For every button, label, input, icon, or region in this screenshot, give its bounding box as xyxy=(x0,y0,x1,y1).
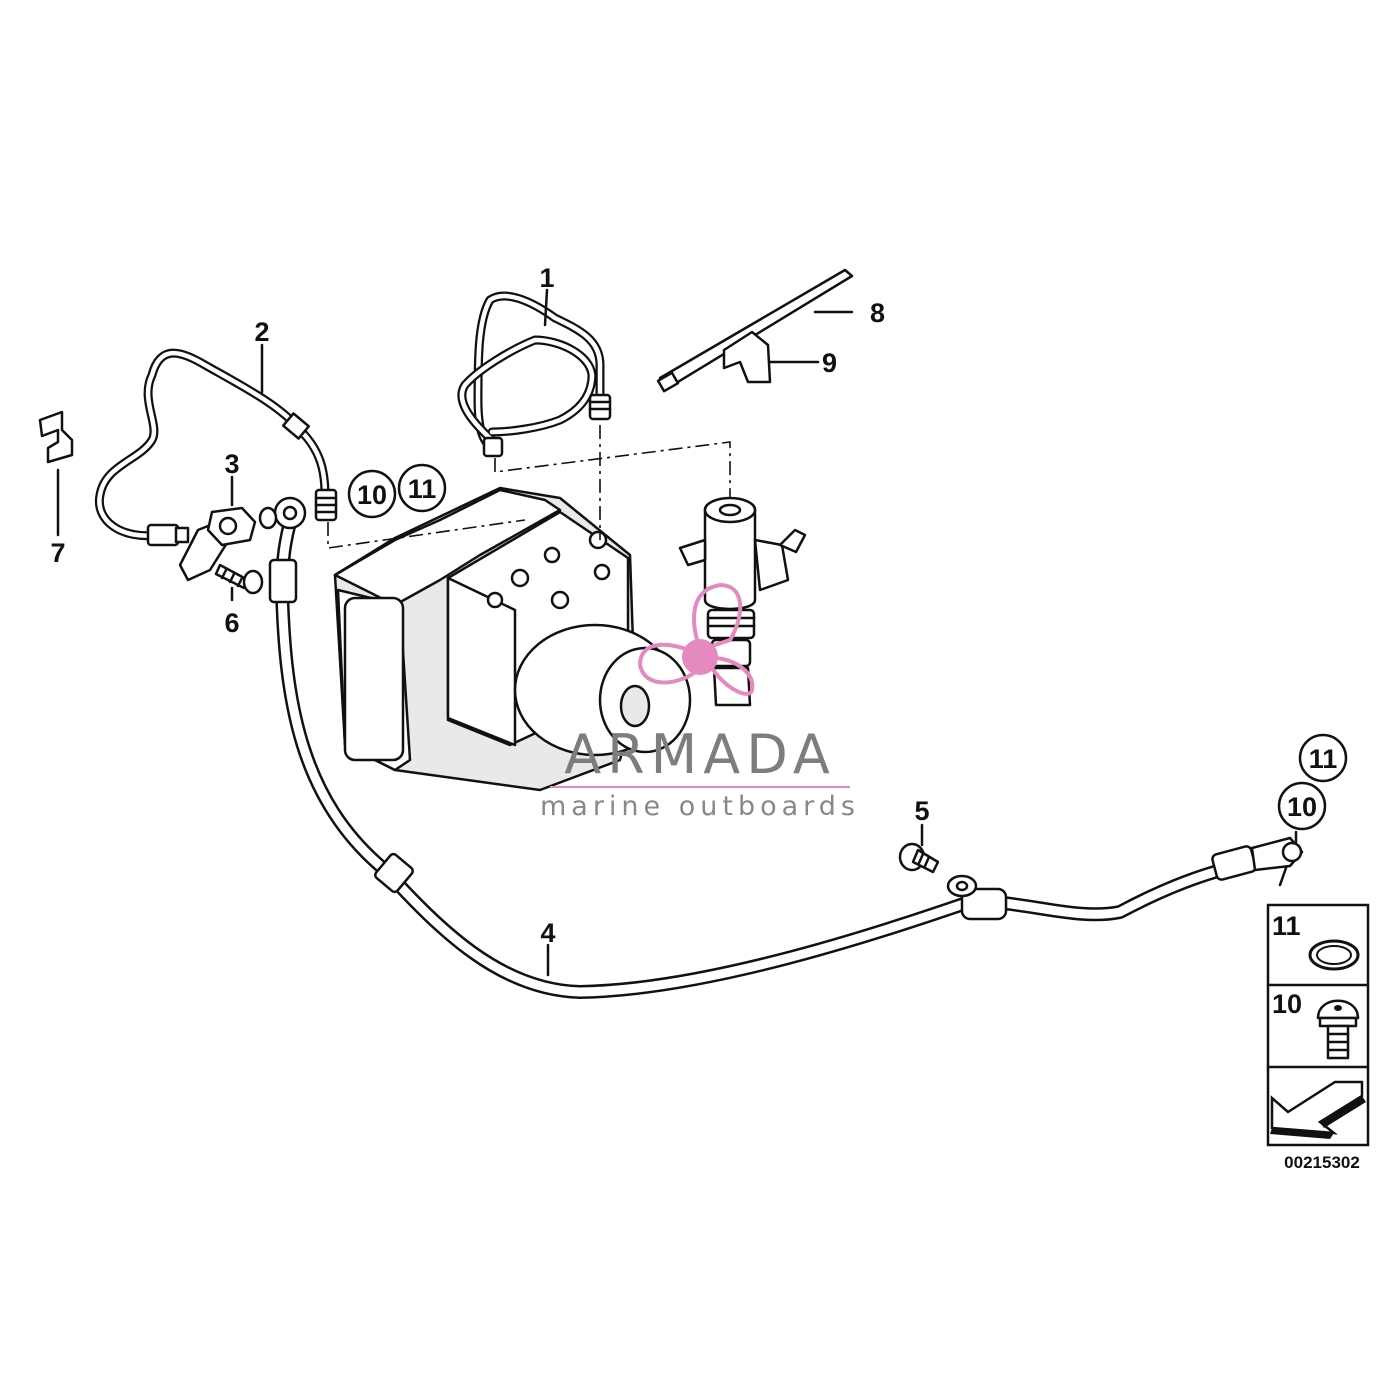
circled-callouts: 10 11 11 10 xyxy=(347,463,1348,831)
sealing-ring-icon xyxy=(1308,939,1360,971)
bolt-5 xyxy=(898,842,940,874)
callout-6: 6 xyxy=(224,608,239,638)
clip-7 xyxy=(38,410,74,537)
callout-11-circle-right xyxy=(1298,733,1348,783)
leader-lines xyxy=(230,288,1298,977)
callout-11-circle-top xyxy=(397,463,447,513)
callout-7: 7 xyxy=(50,538,65,568)
arrow-icon xyxy=(1270,1080,1366,1139)
callout-10-right: 10 xyxy=(1287,792,1317,822)
diagram-id: 00215302 xyxy=(1284,1153,1360,1172)
callout-9: 9 xyxy=(822,348,837,378)
callout-5: 5 xyxy=(914,796,929,826)
callout-1: 1 xyxy=(539,263,554,293)
propeller-logo-icon xyxy=(637,582,755,696)
brake-line-2 xyxy=(94,348,338,547)
holder-9 xyxy=(722,330,772,384)
brake-hose-4 xyxy=(268,496,1304,999)
callout-4: 4 xyxy=(540,918,555,948)
brake-line-1 xyxy=(457,291,612,458)
banjo-bolt-icon xyxy=(1316,999,1360,1060)
armada-watermark: ARMADA marine outboards xyxy=(540,582,860,822)
master-cylinder xyxy=(678,496,807,707)
watermark-subtitle: marine outboards xyxy=(540,791,860,822)
callout-11-right: 11 xyxy=(1309,744,1338,774)
fitting-3 xyxy=(178,506,278,582)
callout-11-top: 11 xyxy=(408,474,437,504)
legend-label-10: 10 xyxy=(1272,989,1302,1019)
assembly-lines xyxy=(327,425,731,549)
parts-legend: 11 10 xyxy=(1266,903,1370,1147)
bolt-6 xyxy=(214,563,264,595)
callout-2: 2 xyxy=(254,317,269,347)
watermark-title: ARMADA xyxy=(564,723,836,786)
callout-8: 8 xyxy=(870,298,885,328)
callout-10-circle-top xyxy=(347,469,397,519)
callout-labels: 1 2 3 4 5 6 7 8 9 xyxy=(50,263,929,948)
callout-10-top: 10 xyxy=(357,480,387,510)
callout-3: 3 xyxy=(224,449,239,479)
abs-unit xyxy=(333,486,692,792)
cable-tie-8 xyxy=(656,268,854,393)
callout-10-circle-right xyxy=(1277,781,1327,831)
legend-label-11: 11 xyxy=(1272,911,1301,941)
